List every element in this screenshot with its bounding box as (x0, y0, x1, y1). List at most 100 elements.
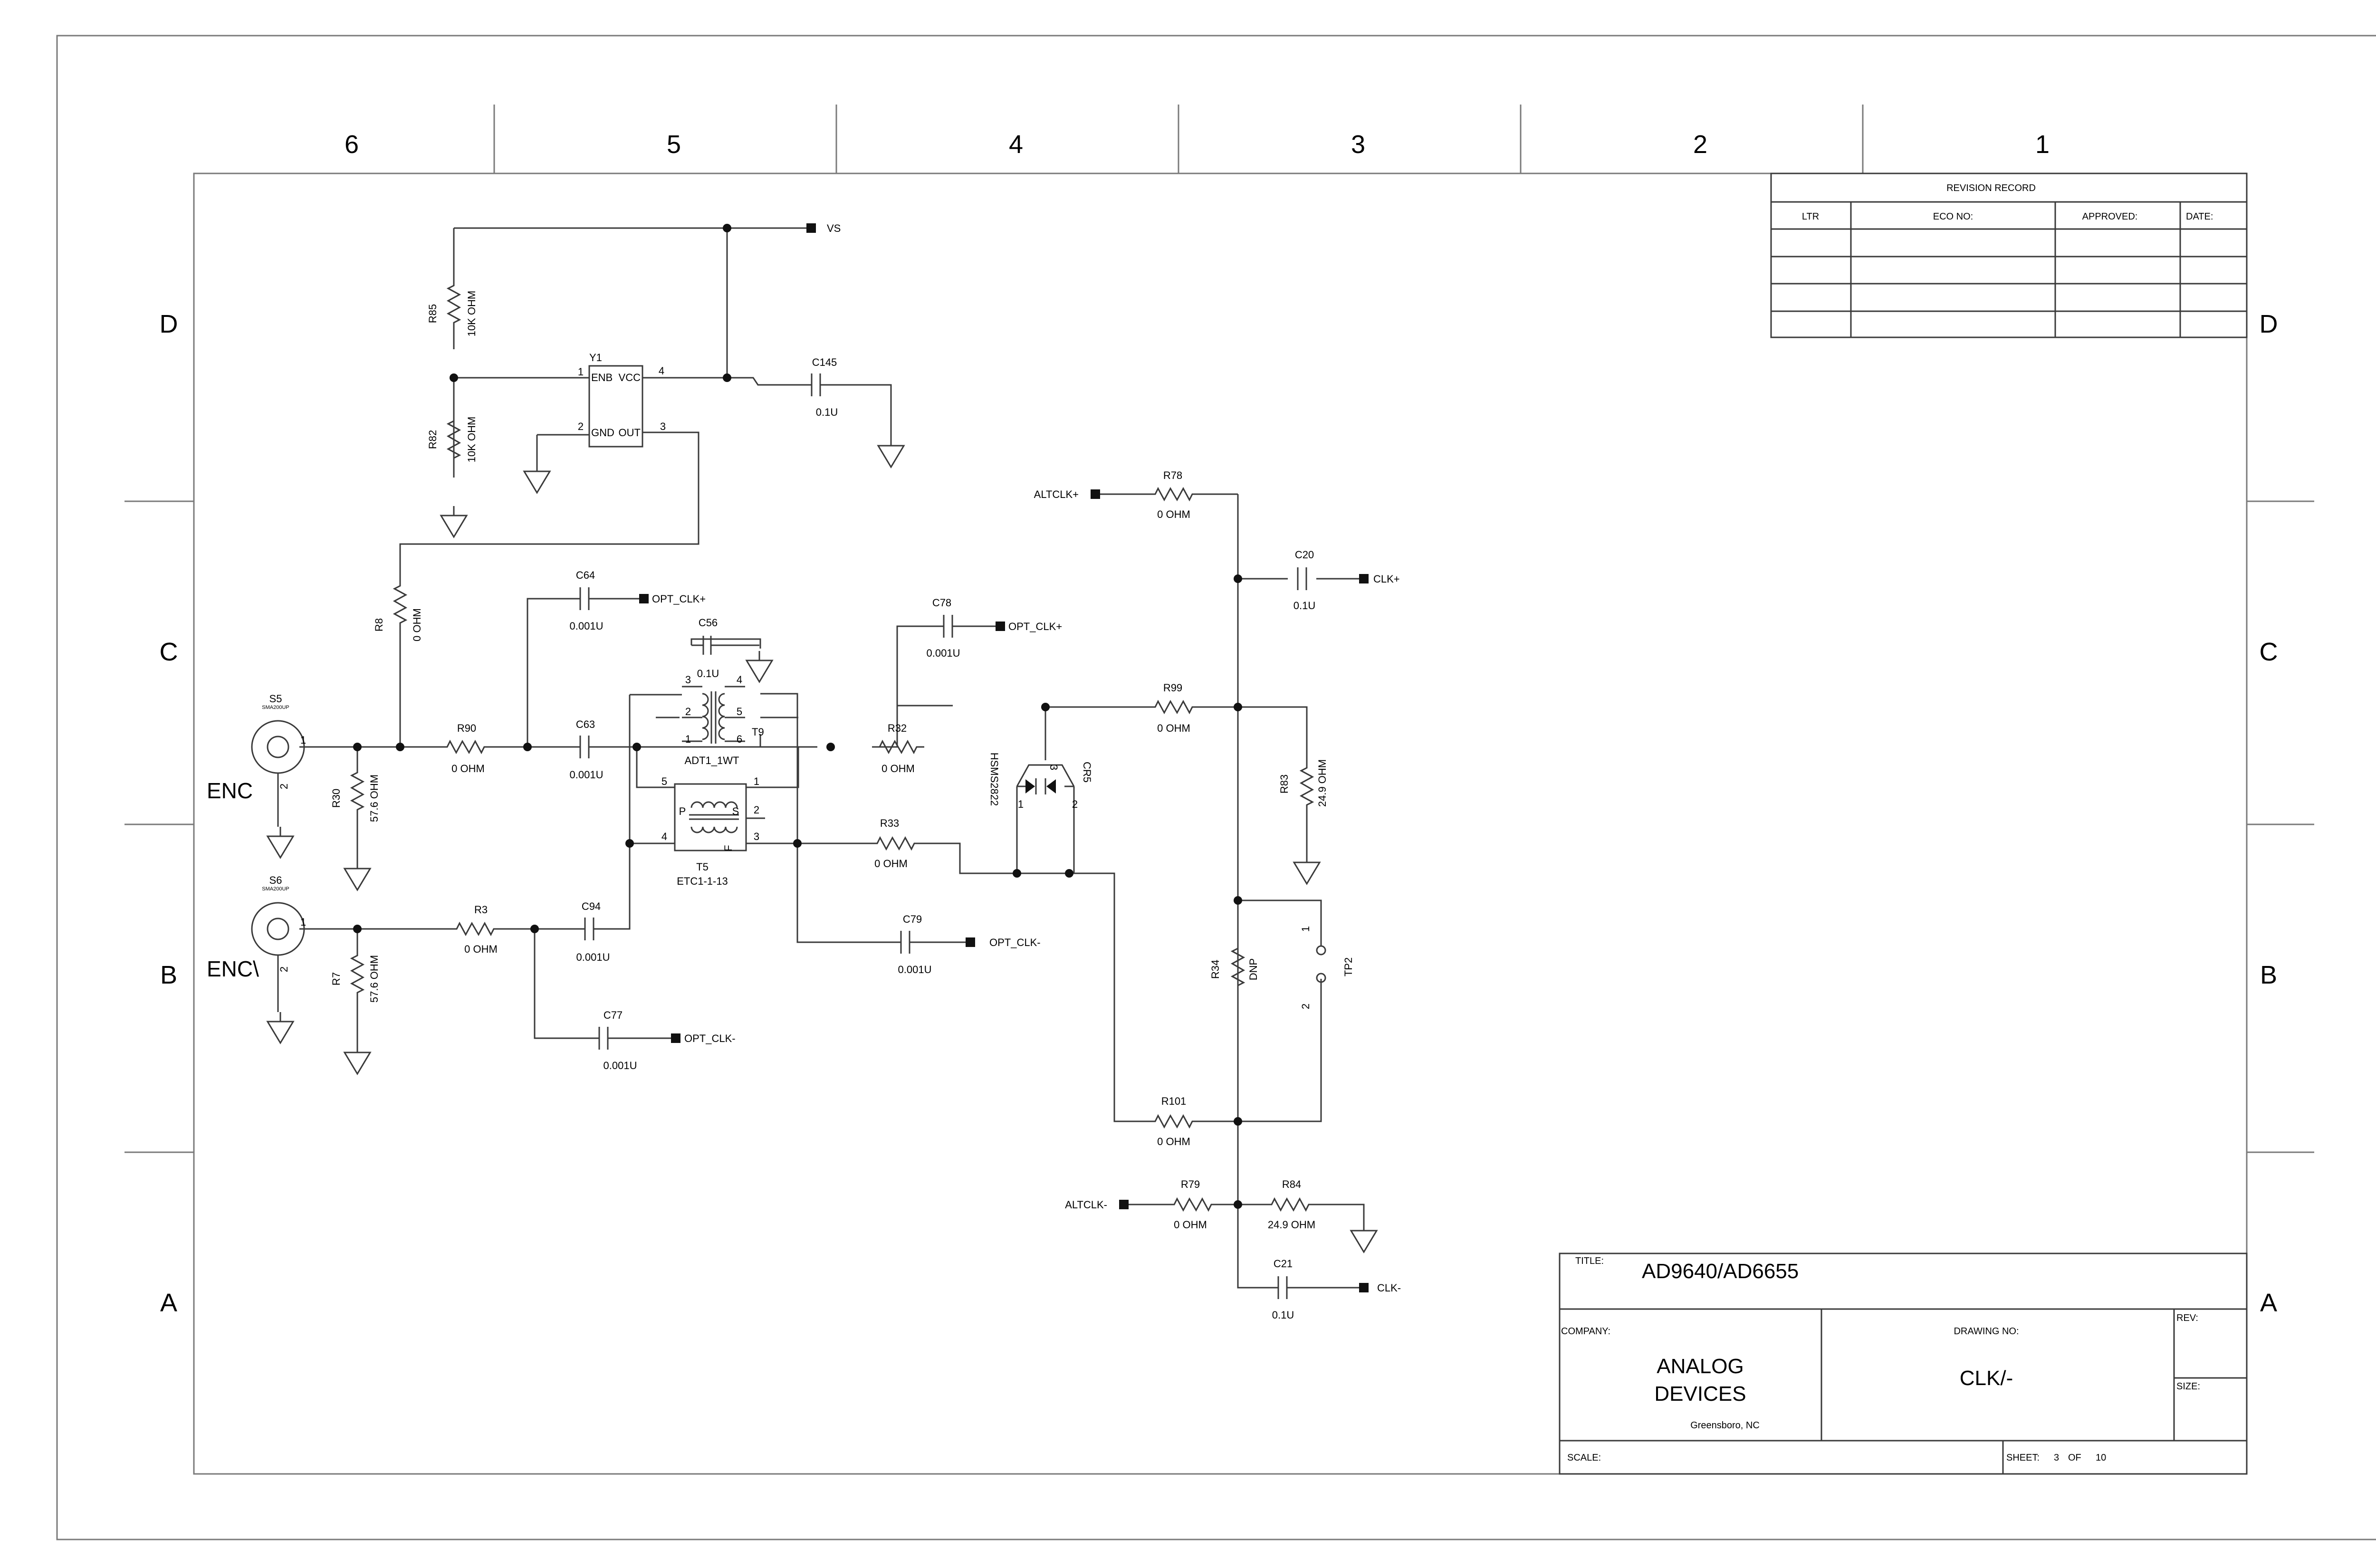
zone-c-right: C (2260, 638, 2278, 666)
svg-text:OPT_CLK+: OPT_CLK+ (652, 593, 706, 605)
capacitor-c21: C21 0.1U (1269, 1258, 1297, 1321)
revision-col-ltr: LTR (1802, 211, 1819, 222)
svg-text:C145: C145 (812, 356, 837, 368)
svg-text:5: 5 (661, 775, 667, 787)
svg-text:F: F (722, 845, 734, 851)
svg-text:24.9 OHM: 24.9 OHM (1268, 1219, 1315, 1231)
zone-d-left: D (160, 310, 178, 338)
ground-icon (877, 435, 905, 468)
svg-text:0.1U: 0.1U (816, 406, 838, 418)
svg-text:0.001U: 0.001U (927, 647, 960, 659)
svg-text:S6: S6 (269, 874, 282, 886)
svg-text:0.1U: 0.1U (697, 668, 719, 679)
zone-4: 4 (1009, 130, 1023, 159)
svg-text:57.6 OHM: 57.6 OHM (368, 774, 380, 822)
svg-text:0 OHM: 0 OHM (411, 608, 423, 641)
sheet-total: 10 (2096, 1453, 2106, 1463)
port-opt-clk-plus-1: OPT_CLK+ (639, 593, 706, 605)
port-altclk-minus: ALTCLK- (1065, 1199, 1129, 1211)
svg-text:0.1U: 0.1U (1293, 600, 1315, 612)
zone-2: 2 (1693, 130, 1707, 159)
sheet-label: SHEET: (2006, 1453, 2040, 1463)
ground-icon (344, 858, 371, 891)
svg-text:2: 2 (578, 421, 584, 432)
svg-text:R90: R90 (457, 722, 476, 734)
company-label: COMPANY: (1561, 1326, 1610, 1337)
svg-text:57.6 OHM: 57.6 OHM (368, 955, 380, 1003)
svg-text:CLK+: CLK+ (1373, 573, 1400, 585)
rev-label: REV: (2176, 1313, 2198, 1323)
svg-text:3: 3 (660, 421, 666, 432)
revision-record: REVISION RECORD LTR ECO NO: APPROVED: DA… (1770, 172, 2248, 338)
svg-text:ALTCLK-: ALTCLK- (1065, 1199, 1107, 1211)
svg-text:3: 3 (685, 674, 691, 686)
svg-text:10K OHM: 10K OHM (466, 291, 478, 337)
svg-text:R82: R82 (427, 430, 439, 449)
svg-text:3: 3 (754, 831, 759, 842)
zone-d-right: D (2260, 310, 2278, 338)
svg-text:6: 6 (737, 733, 742, 745)
svg-text:4: 4 (661, 831, 667, 842)
zone-a-left: A (160, 1289, 177, 1317)
ground-icon (1350, 1220, 1378, 1253)
svg-text:C77: C77 (604, 1009, 623, 1021)
resistor-r84: R84 24.9 OHM (1263, 1178, 1317, 1231)
svg-text:OUT: OUT (619, 427, 641, 439)
svg-text:R101: R101 (1161, 1095, 1187, 1107)
svg-text:2: 2 (1300, 1004, 1312, 1009)
transformer-t5: 5 4 1 2 3 P S F T5 ETC1-1-13 (661, 775, 759, 887)
svg-text:R8: R8 (373, 618, 385, 631)
svg-text:2: 2 (278, 784, 290, 789)
svg-text:1: 1 (754, 775, 759, 787)
svg-text:C21: C21 (1274, 1258, 1293, 1270)
svg-text:2: 2 (278, 966, 290, 972)
resistor-r78: R78 0 OHM (1147, 469, 1201, 520)
svg-text:3: 3 (1048, 765, 1060, 770)
svg-text:DNP: DNP (1247, 958, 1259, 980)
capacitor-c78: C78 0.001U (923, 597, 973, 659)
oscillator-y1: Y1 ENB VCC GND OUT 1 4 2 3 (578, 352, 666, 448)
company-name-line2: DEVICES (1654, 1382, 1746, 1405)
capacitor-c20: C20 0.1U (1293, 549, 1315, 612)
resistor-r33: R33 0 OHM (869, 817, 923, 870)
svg-text:1: 1 (1018, 798, 1024, 810)
svg-text:0 OHM: 0 OHM (1174, 1219, 1207, 1231)
svg-text:Y1: Y1 (589, 352, 602, 363)
svg-text:R84: R84 (1282, 1178, 1301, 1190)
svg-text:ADT1_1WT: ADT1_1WT (685, 755, 739, 766)
revision-header: REVISION RECORD (1946, 183, 2036, 193)
zone-5: 5 (667, 130, 681, 159)
port-vs: VS (806, 222, 841, 234)
company-name-line1: ANALOG (1657, 1355, 1744, 1378)
svg-text:0 OHM: 0 OHM (1157, 722, 1190, 734)
svg-text:4: 4 (737, 674, 742, 686)
svg-text:0.001U: 0.001U (576, 951, 610, 963)
port-clk-minus: CLK- (1359, 1282, 1401, 1294)
svg-text:C78: C78 (932, 597, 951, 609)
svg-text:C79: C79 (903, 913, 922, 925)
title-label: TITLE: (1575, 1256, 1604, 1266)
revision-col-approved: APPROVED: (2082, 211, 2138, 222)
capacitor-c145: C145 0.1U (791, 356, 841, 418)
svg-text:SMA200UP: SMA200UP (262, 705, 289, 710)
resistor-r101: R101 0 OHM (1147, 1095, 1201, 1147)
svg-text:R78: R78 (1163, 469, 1182, 481)
svg-text:0.001U: 0.001U (570, 769, 604, 781)
net-enc-bar: ENC\ (207, 956, 259, 981)
svg-text:VCC: VCC (619, 372, 641, 383)
svg-text:5: 5 (737, 706, 742, 717)
svg-text:ETC1-1-13: ETC1-1-13 (677, 875, 728, 887)
svg-text:0 OHM: 0 OHM (451, 763, 485, 774)
svg-text:HSMS2822: HSMS2822 (988, 753, 1000, 806)
zone-b-right: B (2260, 961, 2277, 989)
svg-text:S5: S5 (269, 693, 282, 705)
resistor-r3: R3 0 OHM (448, 904, 502, 955)
svg-text:R30: R30 (330, 789, 342, 808)
drawing-title: AD9640/AD6655 (1642, 1260, 1799, 1283)
resistor-r99: R99 0 OHM (1147, 682, 1201, 734)
svg-text:R33: R33 (880, 817, 899, 829)
zone-3: 3 (1351, 130, 1365, 159)
svg-text:1: 1 (300, 734, 306, 746)
svg-text:GND: GND (591, 427, 614, 439)
net-ports: VS OPT_CLK+ OPT_CLK+ OPT_CLK- OPT_CLK- A… (639, 222, 1401, 1294)
